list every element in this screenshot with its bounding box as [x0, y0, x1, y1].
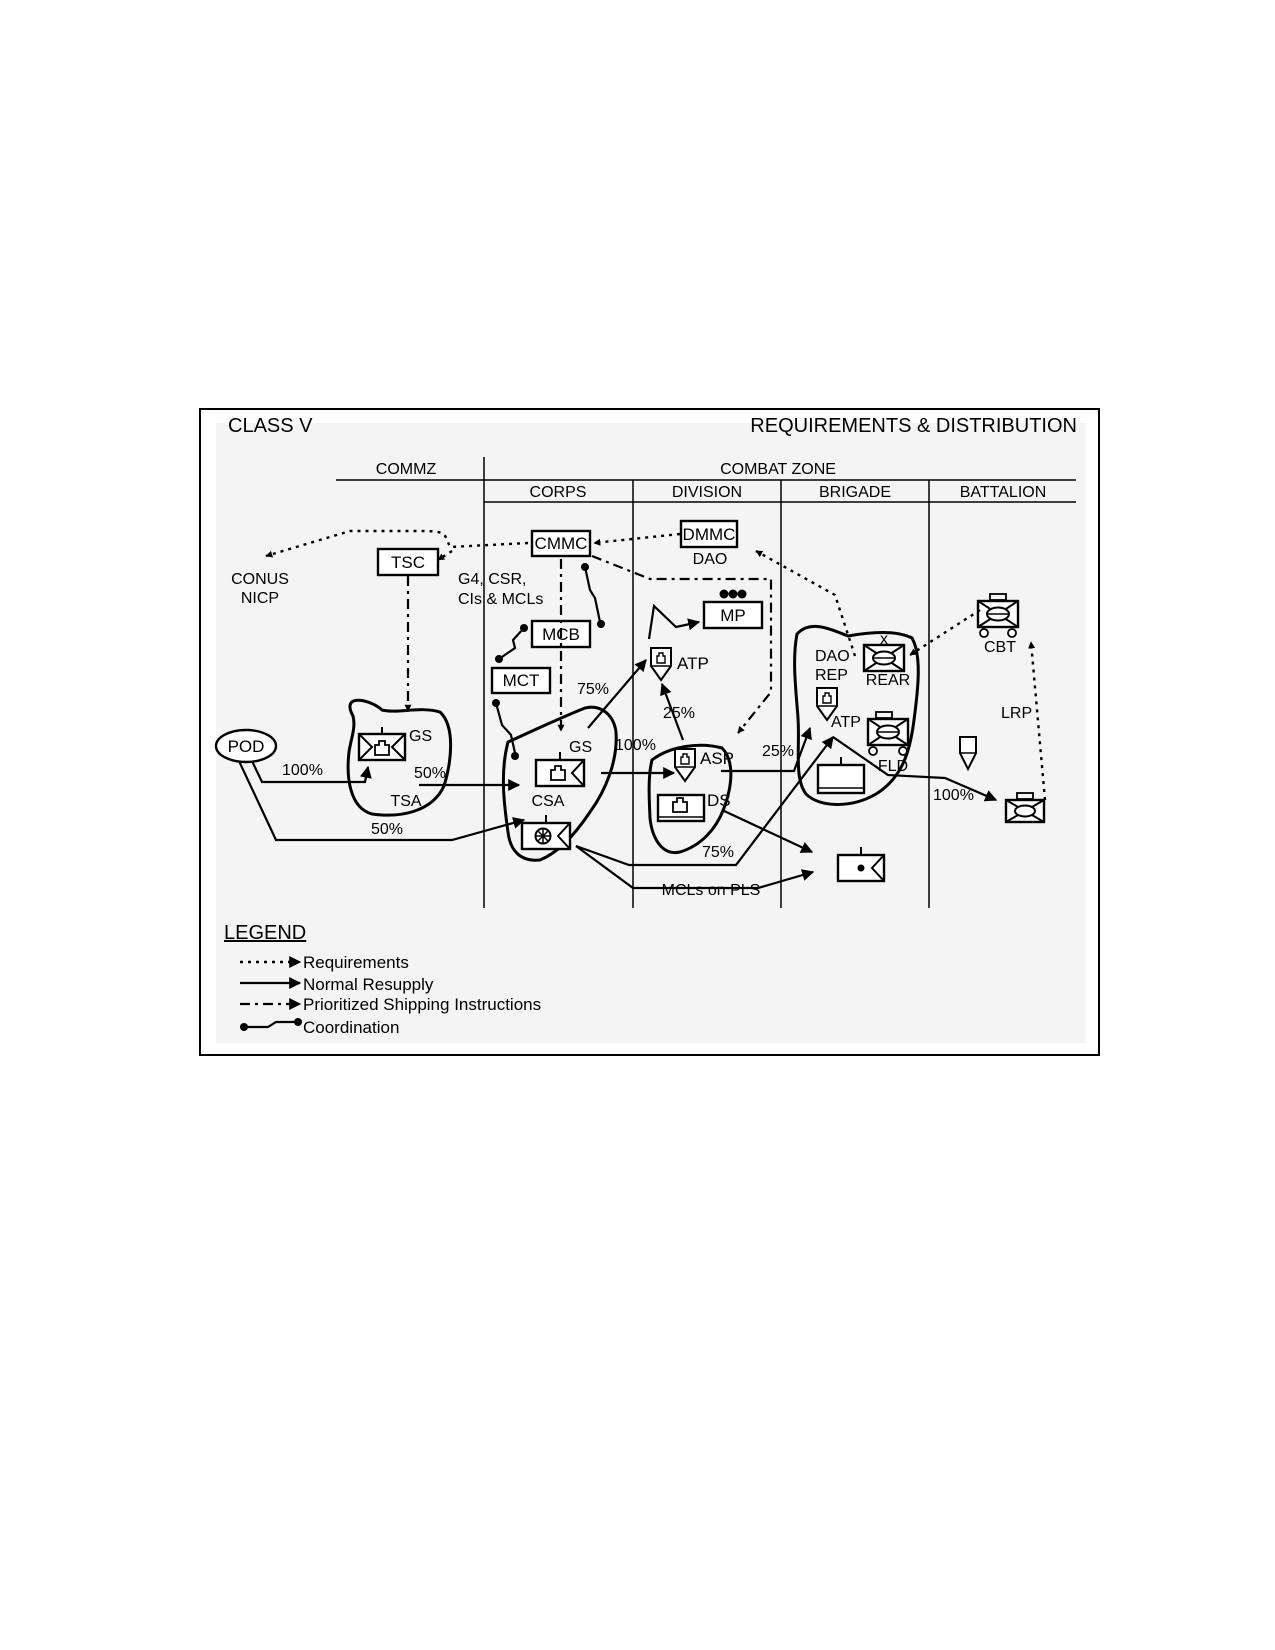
- flow-asp-bde: 25%: [762, 743, 794, 760]
- lrp-label: LRP: [1001, 705, 1032, 722]
- g4-label-1: G4, CSR,: [458, 571, 526, 588]
- zone-division: DIVISION: [672, 484, 742, 501]
- csa-area: [501, 705, 618, 862]
- forward-support-symbol: [836, 847, 886, 883]
- mct-box: [490, 666, 552, 695]
- brigade-support-symbol: [816, 757, 866, 795]
- battalion-unit-symbol: [1004, 792, 1046, 824]
- pod-oval: [214, 728, 278, 764]
- dao-rep-label-1: DAO: [815, 648, 850, 665]
- flow-pod-csa: 50%: [371, 821, 403, 838]
- legend-requirements-label: Requirements: [303, 953, 409, 972]
- mp-unit-dots: [719, 589, 747, 599]
- tsc-label: TSC: [391, 553, 425, 572]
- zone-battalion: BATTALION: [960, 484, 1047, 501]
- asp-label: ASP: [700, 749, 734, 768]
- legend-resupply-label: Normal Resupply: [303, 975, 434, 994]
- csa-label: CSA: [532, 793, 565, 810]
- rear-echelon-mark: x: [880, 631, 888, 648]
- fld-label: FLD: [878, 758, 908, 775]
- mp-box: [702, 600, 764, 630]
- asp-symbol: [674, 748, 696, 782]
- conus-label: CONUS: [231, 571, 289, 588]
- flow-csa-atp: 75%: [577, 681, 609, 698]
- zone-corps: CORPS: [530, 484, 587, 501]
- diagram-title: REQUIREMENTS & DISTRIBUTION: [750, 415, 1077, 437]
- legend-requirements: Requirements: [240, 953, 409, 972]
- legend-shipping-label: Prioritized Shipping Instructions: [303, 995, 541, 1014]
- rear-label: REAR: [866, 672, 910, 689]
- atp-division-symbol: [650, 647, 672, 681]
- fld-symbol: [866, 711, 910, 756]
- mct-label: MCT: [503, 671, 540, 690]
- g4-label-2: CIs & MCLs: [458, 591, 543, 608]
- ds-symbol: [656, 793, 706, 823]
- dmmc-box: [679, 519, 739, 549]
- resupply-lines: [238, 603, 998, 890]
- flow-fld-bn: 100%: [933, 787, 974, 804]
- csa-maintenance-symbol: [520, 815, 572, 851]
- tsa-label: TSA: [390, 793, 421, 810]
- nicp-label: NICP: [241, 590, 279, 607]
- cmmc-label: CMMC: [535, 534, 588, 553]
- zone-brigade: BRIGADE: [819, 484, 891, 501]
- rear-symbol: [862, 643, 906, 673]
- csa-gs-symbol: [534, 752, 586, 788]
- shipping-lines: [404, 554, 773, 734]
- cbt-label: CBT: [984, 639, 1016, 656]
- cbt-symbol: [976, 593, 1020, 638]
- flow-tsa-csa: 50%: [414, 765, 446, 782]
- dao-label: DAO: [693, 551, 728, 568]
- tsa-gs-label: GS: [409, 728, 432, 745]
- legend-title: LEGEND: [224, 922, 306, 944]
- legend-shipping: Prioritized Shipping Instructions: [240, 995, 541, 1014]
- pod-label: POD: [228, 737, 265, 756]
- bsa-area: [793, 624, 920, 806]
- flow-csa-bde-atp: 75%: [702, 844, 734, 861]
- mcls-on-pls-label: MCLs on PLS: [662, 882, 761, 899]
- ds-label: DS: [707, 791, 731, 810]
- flow-pod-tsa: 100%: [282, 762, 323, 779]
- dmmc-label: DMMC: [683, 525, 736, 544]
- legend-normal-resupply: Normal Resupply: [240, 975, 434, 994]
- coordination-lines: [492, 563, 605, 760]
- legend-coordination: Coordination: [240, 1018, 399, 1037]
- tsa-gs-symbol: [357, 727, 407, 762]
- flow-asp-atp: 25%: [663, 705, 695, 722]
- legend-coordination-label: Coordination: [303, 1018, 399, 1037]
- class-title: CLASS V: [228, 415, 313, 437]
- mp-label: MP: [720, 606, 746, 625]
- battalion-atp-symbol: [959, 736, 977, 772]
- requirements-lines: [265, 529, 1047, 801]
- atp-division-label: ATP: [677, 654, 709, 673]
- flow-csa-asp: 100%: [615, 737, 656, 754]
- tsc-box: [376, 547, 440, 577]
- atp-brigade-label: ATP: [831, 714, 861, 731]
- cmmc-box: [530, 529, 592, 558]
- asp-area: [647, 743, 733, 855]
- zone-commz: COMMZ: [376, 461, 437, 478]
- dao-rep-label-2: REP: [815, 667, 848, 684]
- zone-combat: COMBAT ZONE: [720, 461, 836, 478]
- csa-gs-label: GS: [569, 739, 592, 756]
